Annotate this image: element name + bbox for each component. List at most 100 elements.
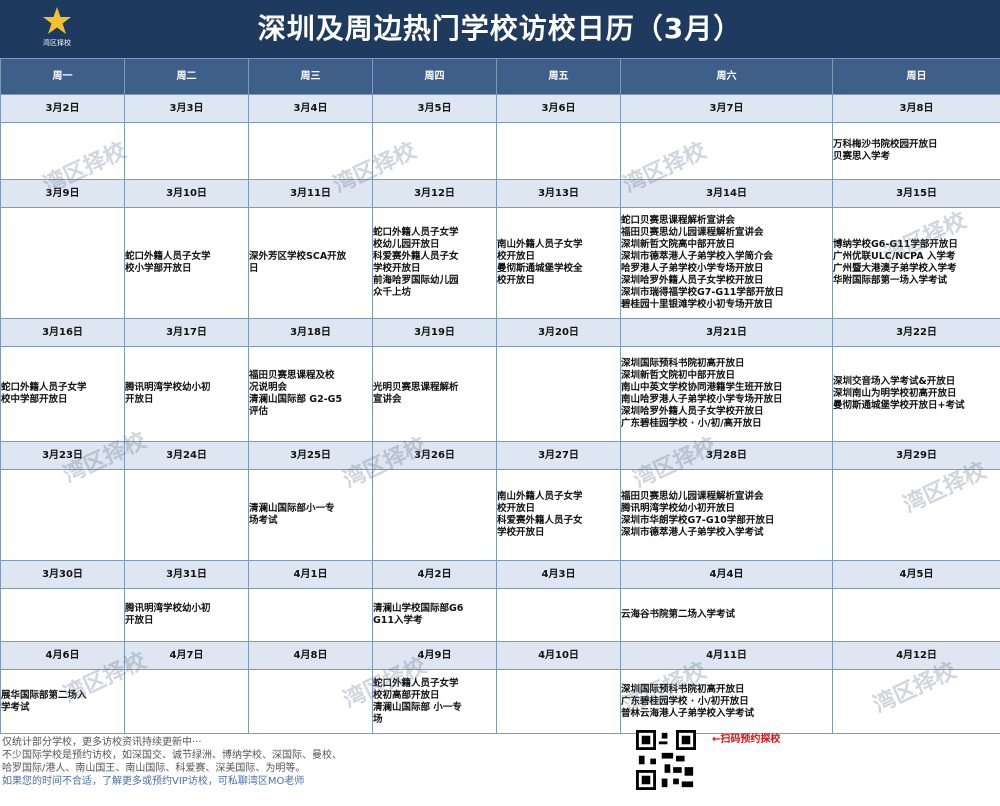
events-cell (248, 122, 373, 180)
star-logo-icon (43, 7, 71, 34)
events-row: 展华国际部第二场入学考试蛇口外籍人员子女学校初高部开放日清澜山国际部 小一专场深… (0, 669, 1000, 734)
date-cell: 3月10日 (124, 179, 249, 208)
event-line: 蛇口外籍人员子女学 (373, 227, 459, 238)
date-cell: 3月15日 (832, 179, 1000, 208)
events-cell (0, 122, 125, 180)
date-cell: 3月5日 (372, 94, 497, 123)
event-line: 深圳新哲文院高中部开放日 (621, 239, 736, 250)
events-cell: 蛇口外籍人员子女学校中学部开放日 (0, 346, 125, 442)
event-line: 深圳哈罗外籍人员子女学校开放日 (621, 275, 764, 286)
footer-note: 如果您的时间不合适，了解更多或预约VIP访校，可私聊湾区MO老师 (2, 776, 305, 787)
events-cell: 万科梅沙书院校园开放日贝赛思入学考 (832, 122, 1000, 180)
events-cell: 深圳国际预科书院初高开放日深圳新哲文院初中部开放日南山中英文学校协同港籍学生班开… (620, 346, 833, 442)
date-cell: 3月24日 (124, 441, 249, 470)
event-line: 清澜山国际部 G2-G5 (249, 394, 343, 405)
weekday-header: 周四 (372, 58, 497, 95)
date-cell: 3月20日 (496, 318, 621, 347)
date-cell: 3月17日 (124, 318, 249, 347)
event-line: 曼彻斯通城堡学校全 (497, 263, 583, 274)
date-cell: 3月7日 (620, 94, 833, 123)
logo-text: 湾区择校 (43, 39, 71, 47)
event-line: 况说明会 (249, 382, 288, 393)
events-cell: 清澜山国际部小一专场考试 (248, 469, 373, 561)
events-cell (832, 669, 1000, 734)
event-line: 南山外籍人员子女学 (497, 239, 583, 250)
events-cell (832, 469, 1000, 561)
date-cell: 3月21日 (620, 318, 833, 347)
events-cell: 博纳学校G6-G11学部开放日广州优联ULC/NCPA 入学考广州暨大港澳子弟学… (832, 207, 1000, 319)
event-line: 哈罗港人子弟学校小学专场开放日 (621, 263, 764, 274)
weekday-header-row: 周一周二周三周四周五周六周日 (0, 58, 1000, 95)
date-cell: 4月5日 (832, 560, 1000, 589)
date-cell: 3月13日 (496, 179, 621, 208)
event-line: 腾讯明湾学校幼小初 (125, 382, 211, 393)
event-line: 校开放日 (497, 275, 536, 286)
event-line: 广州优联ULC/NCPA 入学考 (833, 251, 956, 262)
events-cell: 展华国际部第二场入学考试 (0, 669, 125, 734)
events-cell (496, 669, 621, 734)
event-line: 校开放日 (497, 251, 536, 262)
events-row: 清澜山国际部小一专场考试南山外籍人员子女学校开放日科爱赛外籍人员子女学校开放日福… (0, 469, 1000, 561)
weekday-header: 周六 (620, 58, 833, 95)
events-cell (248, 588, 373, 642)
date-cell: 3月16日 (0, 318, 125, 347)
event-line: 展华国际部第二场入 (1, 689, 87, 701)
event-line: 蛇口贝赛思课程解析宣讲会 (621, 215, 736, 226)
events-cell (0, 588, 125, 642)
event-line: 开放日 (125, 394, 154, 405)
footer-notes: 仅统计部分学校，更多访校资讯持续更新中··· 不少国际学校是预约访校，如深国交、… (0, 736, 600, 806)
events-cell (496, 122, 621, 180)
weekday-header: 周五 (496, 58, 621, 95)
date-cell: 3月9日 (0, 179, 125, 208)
event-line: G11入学考 (373, 615, 423, 626)
date-cell: 3月27日 (496, 441, 621, 470)
date-cell: 4月12日 (832, 641, 1000, 670)
event-line: 校幼儿园开放日 (373, 239, 440, 250)
events-cell: 福田贝赛思幼儿园课程解析宣讲会腾讯明湾学校幼小初开放日深圳市华朗学校G7-G10… (620, 469, 833, 561)
date-cell: 4月1日 (248, 560, 373, 589)
event-line: 清澜山学校国际部G6 (373, 603, 464, 614)
date-cell: 4月9日 (372, 641, 497, 670)
header-bar: 湾区择校 深圳及周边热门学校访校日历（3月） (0, 0, 1000, 58)
qr-code-icon[interactable] (636, 730, 696, 790)
date-cell: 4月11日 (620, 641, 833, 670)
events-cell (248, 669, 373, 734)
date-cell: 3月4日 (248, 94, 373, 123)
events-cell: 光明贝赛思课程解析宣讲会 (372, 346, 497, 442)
date-cell: 3月6日 (496, 94, 621, 123)
event-line: 蛇口外籍人员子女学 (373, 677, 459, 689)
date-cell: 3月18日 (248, 318, 373, 347)
event-line: 评估 (249, 406, 269, 417)
events-cell: 腾讯明湾学校幼小初开放日 (124, 346, 249, 442)
date-cell: 3月3日 (124, 94, 249, 123)
event-line: 宣讲会 (373, 394, 402, 405)
date-cell: 3月23日 (0, 441, 125, 470)
event-line: 南山哈罗港人子弟学校小学专场开放日 (621, 394, 783, 405)
events-cell (0, 469, 125, 561)
event-line: 校中学部开放日 (1, 394, 68, 405)
weekday-header: 周二 (124, 58, 249, 95)
event-line: 贝赛思入学考 (833, 151, 891, 162)
date-cell: 3月19日 (372, 318, 497, 347)
events-cell (372, 469, 497, 561)
events-cell: 南山外籍人员子女学校开放日曼彻斯通城堡学校全校开放日 (496, 207, 621, 319)
event-line: 广东碧桂园学校 · 小/初/高开放日 (621, 418, 762, 429)
events-cell (0, 207, 125, 319)
event-line: 清澜山国际部小一专 (249, 503, 335, 514)
event-line: 福田贝赛思幼儿园课程解析宣讲会 (621, 227, 764, 238)
date-cell: 3月11日 (248, 179, 373, 208)
event-line: 广州暨大港澳子弟学校入学考 (833, 263, 957, 274)
event-line: 校开放日 (497, 503, 536, 514)
event-line: 深圳新哲文院初中部开放日 (621, 370, 736, 381)
event-line: 学校开放日 (373, 263, 421, 274)
date-cell: 4月4日 (620, 560, 833, 589)
date-cell: 3月2日 (0, 94, 125, 123)
events-cell (124, 669, 249, 734)
events-cell: 深圳交音场入学考试&开放日深圳南山为明学校初高开放日曼彻斯通城堡学校开放日+考试 (832, 346, 1000, 442)
event-line: 日 (249, 263, 259, 274)
events-cell: 蛇口外籍人员子女学校小学部开放日 (124, 207, 249, 319)
